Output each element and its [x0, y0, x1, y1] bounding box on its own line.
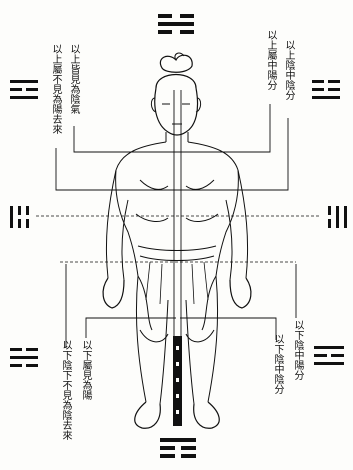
annotation-lower-left-2: 以下陰下不見為陰去來: [60, 340, 71, 440]
chest: [140, 180, 214, 189]
ribs: [136, 214, 218, 221]
hair-knot: [160, 55, 192, 72]
right-leg-inner: [186, 300, 194, 404]
torso-right: [216, 170, 238, 276]
trigram-upper-left-icon: [10, 80, 38, 99]
right-leg-outer: [208, 276, 218, 402]
annotation-upper-left-1: 以上皆見為陰氣: [68, 44, 79, 114]
trigram-middle-right-icon: [328, 206, 347, 228]
hair-cap: [156, 75, 196, 89]
annotation-lower-right-2: 以下陰中陰分: [272, 334, 283, 394]
torso-left: [116, 170, 138, 276]
trigram-lower-left-icon: [10, 348, 38, 367]
annotation-upper-right-2: 以上屬中陽分: [265, 30, 276, 90]
trigram-middle-left-icon: [10, 206, 29, 228]
leader-upper-left-1: [74, 126, 178, 152]
trigram-bottom-icon: [160, 438, 196, 458]
trigram-upper-right-icon: [312, 80, 340, 99]
annotation-lower-right-1: 以下陰中陽分: [292, 320, 303, 380]
trigram-top-icon: [158, 14, 194, 34]
leader-upper-right-1: [178, 118, 288, 190]
loincloth: [138, 276, 216, 330]
right-foot: [194, 402, 220, 428]
right-hand: [230, 278, 251, 308]
annotation-lower-left-1: 以下屬見為陽: [80, 340, 91, 400]
left-foot: [135, 402, 161, 428]
left-arm-inner: [122, 200, 128, 280]
cloth-folds: [146, 262, 208, 304]
leader-upper-right-2: [178, 104, 270, 152]
shoulders: [116, 142, 238, 170]
annotation-upper-left-2: 以上屬不見為陽去來: [50, 44, 61, 134]
leader-upper-left-2: [56, 148, 178, 190]
right-arm-inner: [226, 200, 232, 280]
trigram-lower-right-icon: [314, 346, 344, 365]
left-leg-inner: [160, 300, 168, 404]
neck: [166, 132, 188, 142]
waist-band: [138, 246, 216, 261]
left-hand: [103, 278, 124, 308]
annotation-upper-right-1: 以上陰中陰分: [283, 40, 294, 100]
left-leg-outer: [136, 276, 146, 402]
leader-lower-right-2: [180, 318, 276, 340]
head-outline: [155, 88, 198, 135]
leader-lower-left-1: [86, 318, 176, 338]
